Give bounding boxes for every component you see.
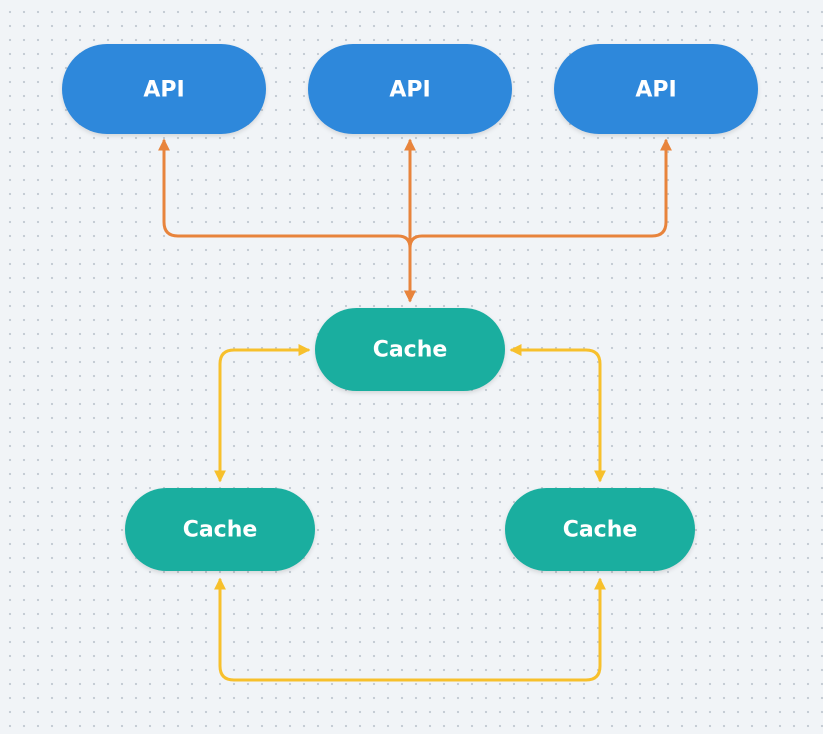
cache-connectors [214, 344, 606, 682]
node-cache-center[interactable]: Cache [315, 308, 505, 391]
edge-cache-left-cache-right[interactable] [214, 577, 606, 682]
edge-cache-center-api-3[interactable] [404, 138, 672, 303]
node-api-3[interactable]: API [554, 44, 758, 134]
edge-cache-center-cache-left[interactable] [214, 344, 311, 483]
node-label: API [635, 78, 676, 103]
node-label: Cache [183, 518, 258, 543]
edge-cache-center-cache-right[interactable] [509, 344, 606, 483]
node-api-1[interactable]: API [62, 44, 266, 134]
node-label: API [143, 78, 184, 103]
api-connectors [158, 138, 672, 303]
node-label: Cache [373, 338, 448, 363]
node-cache-left[interactable]: Cache [125, 488, 315, 571]
node-cache-right[interactable]: Cache [505, 488, 695, 571]
node-api-2[interactable]: API [308, 44, 512, 134]
edge-cache-center-api-1[interactable] [158, 138, 416, 303]
node-label: API [389, 78, 430, 103]
node-label: Cache [563, 518, 638, 543]
